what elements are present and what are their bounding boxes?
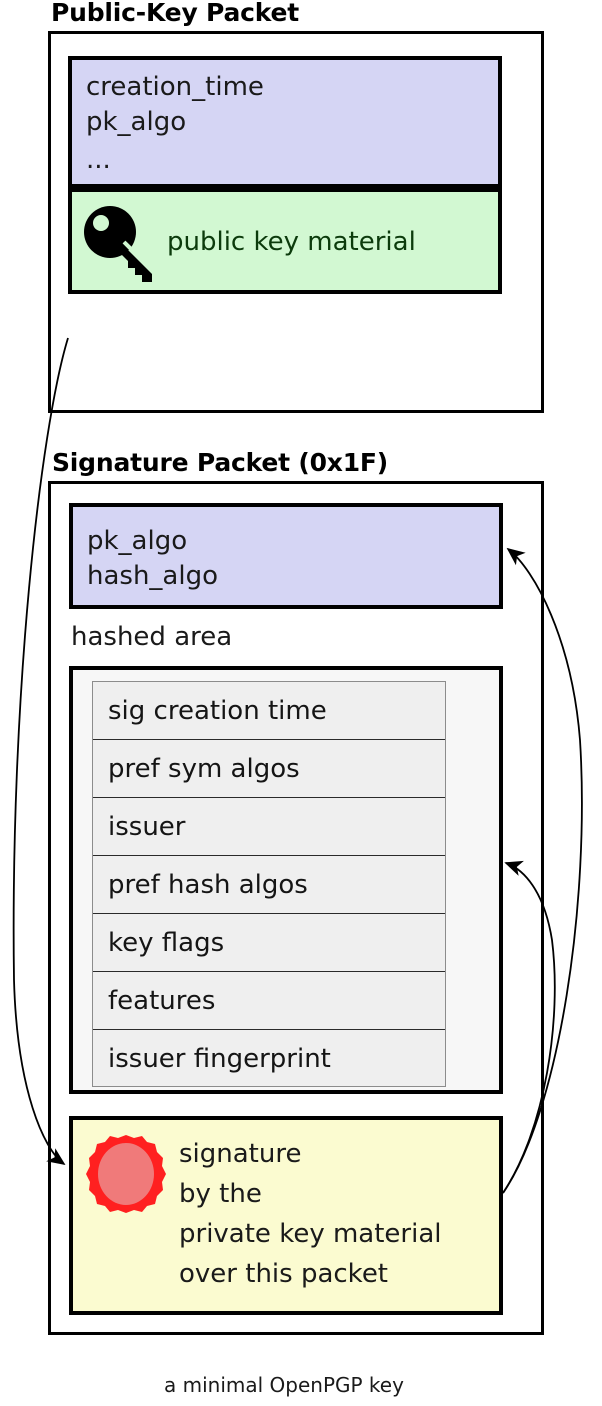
public-key-header-line-2: pk_algo xyxy=(86,107,187,137)
signature-algo-line-1: pk_algo xyxy=(87,526,188,556)
subpacket-row: key flags xyxy=(93,914,445,972)
hashed-subpacket-list: sig creation time pref sym algos issuer … xyxy=(92,681,446,1087)
signature-algo-line-2: hash_algo xyxy=(87,561,219,591)
signature-line-2: by the xyxy=(179,1179,262,1209)
public-key-material-label: public key material xyxy=(167,227,416,257)
signature-algo-field: pk_algo hash_algo xyxy=(69,503,503,609)
subpacket-row: pref sym algos xyxy=(93,740,445,798)
hashed-area-box: sig creation time pref sym algos issuer … xyxy=(69,666,503,1094)
subpacket-row: issuer fingerprint xyxy=(108,1044,331,1074)
public-key-packet-title: Public-Key Packet xyxy=(51,0,300,27)
signature-packet-title: Signature Packet (0x1F) xyxy=(52,448,389,477)
signature-line-4: over this packet xyxy=(179,1259,389,1289)
wax-seal-icon xyxy=(84,1132,168,1220)
signature-packet-box: pk_algo hash_algo hashed area sig creati… xyxy=(48,481,544,1335)
subpacket-row: sig creation time xyxy=(93,682,445,740)
key-icon xyxy=(82,204,158,288)
figure-caption: a minimal OpenPGP key xyxy=(164,1373,404,1397)
signature-line-3: private key material xyxy=(179,1219,442,1249)
public-key-material-field: public key material xyxy=(68,188,502,294)
signature-field: signature by the private key material ov… xyxy=(69,1116,503,1315)
subpacket-row: features xyxy=(93,972,445,1030)
public-key-header-line-3: ... xyxy=(86,145,111,175)
signature-line-1: signature xyxy=(179,1139,302,1169)
public-key-header-field: creation_time pk_algo ... xyxy=(68,56,502,188)
public-key-packet-box: creation_time pk_algo ... public key mat… xyxy=(48,31,544,413)
hashed-area-label: hashed area xyxy=(71,622,233,652)
subpacket-row: issuer xyxy=(93,798,445,856)
public-key-header-line-1: creation_time xyxy=(86,72,264,102)
subpacket-row: pref hash algos xyxy=(93,856,445,914)
